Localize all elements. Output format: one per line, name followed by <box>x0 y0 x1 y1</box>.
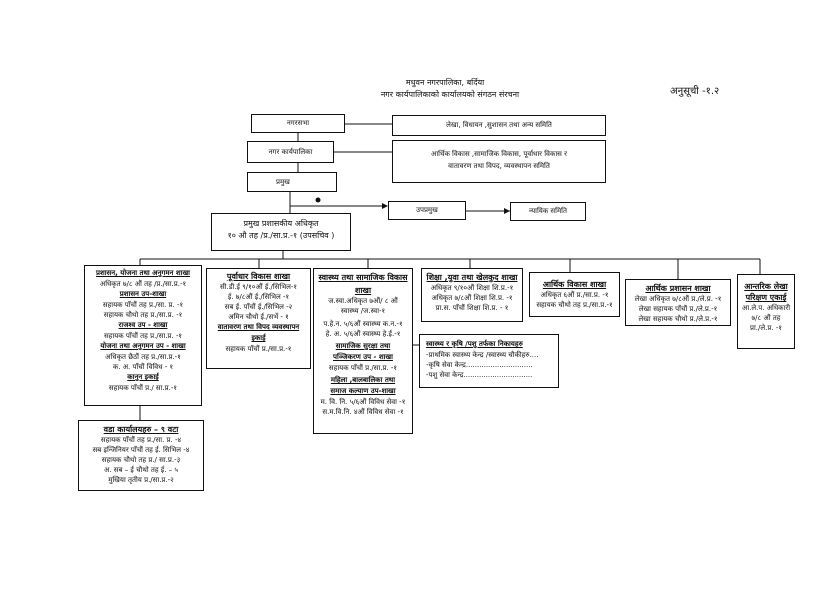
women-children-line2: स.म.वि.नि. ४औं विविध सेवा -१ <box>322 408 404 416</box>
ward-offices-heading: वडा कार्यालयहरु – ९ वटा <box>103 425 179 434</box>
subbranch-admin-heading: प्रशासन उप-शाखा <box>119 290 167 298</box>
upapramukh-box: उपप्रमुख <box>388 201 466 220</box>
social-security-heading1: सामाजिक सुरक्षा तथा <box>335 342 391 350</box>
health-agri-units-line3: -पशु सेवा केन्द्र.......................… <box>426 371 533 379</box>
subbranch-admin-line2: सहायक चौथो तह प्र./सा.प्र. -१ <box>103 311 183 319</box>
internal-audit-line3: प्रा./ले.प्र. -१ <box>750 324 782 332</box>
branch-education-line3: प्रा.स. पाँचौं शिक्षा शि.प्र. - १ <box>435 304 509 312</box>
cao-grade: १० औ तह /प्र./सा.प्र.-१ (उपसचिव ) <box>227 231 335 240</box>
internal-audit-heading1: आन्तरिक लेखा <box>744 282 788 291</box>
branch-finance-line1: लेखा अधिकृत ७/८औं प्र./ले.प्र. -१ <box>634 295 722 303</box>
law-unit-heading: कानुन इकाई <box>127 373 159 381</box>
law-unit-line1: सहायक पाँचौं प्र./ सा.प्र.-१ <box>108 384 178 392</box>
branch-health-heading1: स्वास्थ्य तथा सामाजिक विकास <box>318 273 408 282</box>
org-title-line1: मधुवन नगरपालिका, बर्दिया <box>405 78 485 87</box>
branch-finance-line2: लेखा सहायक पाँचौं प्र./ले.प्र.-१ <box>638 305 718 313</box>
subbranch-revenue-heading: राजश्व उप - शाखा <box>118 321 168 329</box>
committee-development-line2: वातावरण तथा विपद, व्यवस्थापन समिति <box>448 162 550 170</box>
branch-education-heading: शिक्षा ,युवा तथा खेलकुद शाखा <box>426 273 518 282</box>
branch-infrastructure-heading: पूर्वाधार विकास शाखा <box>226 272 291 281</box>
ward-line4: अ. सब – ई चौथो तह ई. – ५ <box>103 466 179 474</box>
women-children-line1: म. वि. नि. ५/६औं विविध सेवा -१ <box>320 398 406 406</box>
branch-finance-line3: लेखा सहायक चौथो प्र./ले.प्र.-१ <box>638 315 718 323</box>
env-disaster-unit-heading2: इकाई <box>251 334 266 342</box>
women-children-heading1: महिला ,बालबालिका तथा <box>330 376 396 384</box>
internal-audit-line1: आ.ले.प. अधिकारी <box>741 304 791 312</box>
branch-health-social: स्वास्थ्य तथा सामाजिक विकास शाखा ज.स्वा.… <box>313 268 413 434</box>
env-disaster-unit-line1: सहायक पाँचौं प्र./सा.प्र.-१ <box>225 345 292 353</box>
subbranch-revenue-line1: सहायक पाँचौं तह प्र./सा.प्र. -१ <box>103 332 183 340</box>
committee-development-box: आर्थिक विकास ,सामाजिक विकास, पूर्वाधार व… <box>392 140 606 183</box>
branch-admin-heading: प्रशासन, योजना तथा अनुगमन शाखा <box>96 269 190 277</box>
branch-infrastructure: पूर्वाधार विकास शाखा सी.डी.ई ९/१०औं ई./स… <box>206 268 311 369</box>
branch-infrastructure-line4: अमिन चौथो ई./सर्भे - १ <box>228 313 289 321</box>
branch-education: शिक्षा ,युवा तथा खेलकुद शाखा अधिकृत ९/१०… <box>421 268 523 322</box>
cao-box: प्रमुख प्रशासकीय अधिकृत १० औ तह /प्र./सा… <box>211 213 351 251</box>
health-agri-units-box: स्वास्थ्य र कृषि /पशु तर्फका निकायहरु -प… <box>419 334 559 388</box>
org-title-line2: नगर कार्यपालिकाको कार्यालयको संगठन संरचन… <box>380 90 520 99</box>
cao-title: प्रमुख प्रशासकीय अधिकृत <box>243 219 319 228</box>
internal-audit-line2: ७/८ औं तह <box>751 314 781 322</box>
subbranch-admin-line1: सहायक पाँचौं तह प्र./सा. प्र. -१ <box>102 301 184 309</box>
social-security-line1: सहायक पाँचौं प्र./सा.प्र. -१ <box>328 364 398 372</box>
nagarsabha-box: नगरसभा <box>251 114 345 133</box>
branch-admin-planning: प्रशासन, योजना तथा अनुगमन शाखा अधिकृत ७/… <box>84 265 202 406</box>
branch-education-line1: अधिकृत ९/१०औं शिक्षा शि.प्र.-१ <box>430 284 514 292</box>
schedule-label: अनुसूची -१.२ <box>670 86 720 97</box>
subbranch-planning-heading: योजना तथा अनुगमन उप - शाखा <box>100 342 186 350</box>
env-disaster-unit-heading: वातावरण तथा विपद व्यवस्थापन <box>217 323 300 331</box>
branch-admin-line1: अधिकृत ७/८ औं तह /प्र./सा.प्र.-१ <box>99 280 187 288</box>
branch-economic-dev-line2: सहायक चौथो तह प्र./सा.प्र.-१ <box>536 301 613 309</box>
health-agri-units-line2: -कृषि सेवा केन्द्र......................… <box>426 361 533 369</box>
health-agri-units-line1: -प्राथमिक स्वास्थ्य केन्द्र /स्वास्थ्य च… <box>426 351 539 359</box>
nyayik-committee-box: न्यायिक समिति <box>510 202 586 221</box>
branch-health-heading2: शाखा <box>354 286 372 295</box>
subbranch-planning-line1: अधिकृत छैठौं तह प्र./सा.प्र.-१ <box>105 353 181 361</box>
branch-education-line2: अधिकृत ७/८औं शिक्षा शि.प्र. -१ <box>431 294 513 302</box>
committee-legislation-box: लेखा, विधायन ,सुशासन तथा अन्य समिति <box>392 115 606 136</box>
women-children-heading2: समाज कल्याण उप-शाखा <box>330 387 396 395</box>
branch-economic-dev-heading: आर्थिक विकास शाखा <box>542 280 607 289</box>
ward-offices-box: वडा कार्यालयहरु – ९ वटा सहायक पाँचौं तह … <box>78 420 204 491</box>
branch-health-line2: स्वास्थ्य /ज.स्वा-१ <box>340 307 386 315</box>
subbranch-planning-line2: क. अ. पाँचौं विविध - १ <box>112 363 174 371</box>
pramukh-box: प्रमुख <box>247 172 337 192</box>
ward-line3: सहायक चौथो तह प्र./ सा.प्र.-३ <box>101 456 181 464</box>
branch-infrastructure-line3: सब ई. पाँचौं ई./सिभिल -२ <box>224 303 293 311</box>
branch-economic-dev: आर्थिक विकास शाखा अधिकृत ६औं प्र./सा.प्र… <box>529 272 620 317</box>
ward-line2: सब इन्जिनियर पाँचौं तह ई. सिभिल -४ <box>92 446 190 454</box>
branch-health-line1: ज.स्वा.अधिकृत ७औं/ ८ औं <box>328 297 398 305</box>
branch-health-line3: प.हे.न. ५/६औं स्वास्थ्य क.न.-१ <box>323 320 403 328</box>
branch-health-line4: हे. अ. ५/६औं स्वास्थ्य हे.ई.-१ <box>325 330 401 338</box>
branch-infrastructure-line2: ई. ७/८औं ई./सिभिल -१ <box>227 293 290 301</box>
branch-economic-dev-line1: अधिकृत ६औं प्र./सा.प्र. -१ <box>540 291 609 299</box>
branch-finance: आर्थिक प्रशासन शाखा लेखा अधिकृत ७/८औं प्… <box>625 279 731 326</box>
health-agri-units-heading: स्वास्थ्य र कृषि /पशु तर्फका निकायहरु <box>426 340 523 348</box>
committee-development-line1: आर्थिक विकास ,सामाजिक विकास, पूर्वाधार व… <box>431 150 567 158</box>
internal-audit-heading2: परिक्षण एकाई <box>745 293 787 302</box>
branch-infrastructure-line1: सी.डी.ई ९/१०औं ई./सिभिल-१ <box>219 283 298 291</box>
ward-line1: सहायक पाँचौं तह प्र./सा. प्र. -४ <box>100 436 182 444</box>
ward-line5: मुखिया तृतीय प्र./सा.प्र.-२ <box>108 476 174 484</box>
nagar-karyapalika-box: नगर कार्यपालिका <box>247 141 334 163</box>
internal-audit-unit: आन्तरिक लेखा परिक्षण एकाई आ.ले.प. अधिकार… <box>737 274 795 349</box>
branch-finance-heading: आर्थिक प्रशासन शाखा <box>645 284 711 293</box>
social-security-heading2: पञ्जिकरण उप - शाखा <box>333 353 393 361</box>
